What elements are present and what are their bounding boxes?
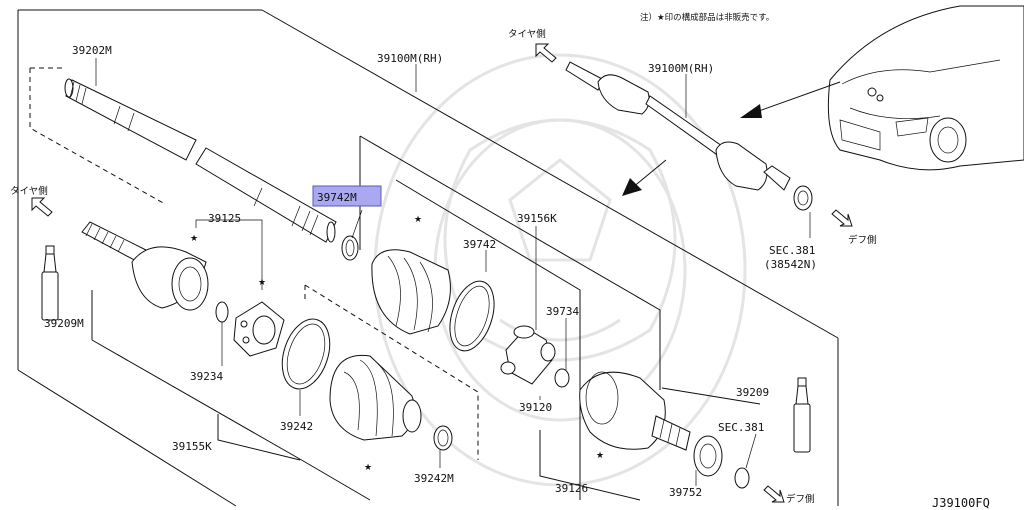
direction-arrow-icons xyxy=(31,43,853,503)
label-39742: 39742 xyxy=(463,238,496,251)
star-icon: ★ xyxy=(596,451,604,461)
label-39202m: 39202M xyxy=(72,44,112,57)
label-39100m-main: 39100M(RH) xyxy=(377,52,443,65)
main-frame xyxy=(17,9,839,507)
part-labels: 注）★印の構成部品は非販売です。 タイヤ側 タイヤ側 デフ側 デフ側 39202… xyxy=(10,12,990,510)
pointer-arrows xyxy=(622,81,841,196)
inset-drive-shaft xyxy=(565,61,813,211)
label-39209m: 39209M xyxy=(44,317,84,330)
highlight-box xyxy=(312,185,382,207)
not-sold-star-icons: ★ ★ ★ ★ ★ xyxy=(190,215,604,473)
label-sec381-top-ref: (38542N) xyxy=(764,258,817,271)
arrow-up-left-icon xyxy=(31,197,53,217)
label-sec381-top: SEC.381 xyxy=(769,244,815,257)
star-icon: ★ xyxy=(414,215,422,225)
shaft-39202m xyxy=(64,78,337,243)
label-39209: 39209 xyxy=(736,386,769,399)
dashed-guides xyxy=(29,67,479,460)
arrow-down-right-icon xyxy=(831,209,853,227)
label-39156k: 39156K xyxy=(517,212,557,225)
label-sec381-bottom: SEC.381 xyxy=(718,421,764,434)
label-39242m: 39242M xyxy=(414,472,454,485)
label-39742m: 39742M xyxy=(317,191,357,204)
arrow-down-right-icon xyxy=(763,485,785,503)
inner-boot-group xyxy=(341,235,495,352)
direction-diff-side-upper: デフ側 xyxy=(848,234,877,246)
outer-cv-joint xyxy=(81,221,209,311)
label-39120: 39120 xyxy=(519,401,552,414)
leader-lines xyxy=(95,58,811,486)
inner-housing-39120 xyxy=(579,371,750,489)
label-39100m-inset: 39100M(RH) xyxy=(648,62,714,75)
note-text: 注）★印の構成部品は非販売です。 xyxy=(640,12,774,23)
arrow-up-left-icon xyxy=(535,43,557,63)
grease-tube-39209 xyxy=(793,377,811,453)
label-39242: 39242 xyxy=(280,420,313,433)
direction-diff-side-lower: デフ側 xyxy=(786,493,815,505)
label-39155k: 39155K xyxy=(172,440,212,453)
star-icon: ★ xyxy=(364,463,372,473)
diagram-code: J39100FQ xyxy=(932,496,990,510)
label-39234: 39234 xyxy=(190,370,223,383)
outer-boot-group xyxy=(281,318,453,451)
direction-tire-side-left: タイヤ側 xyxy=(10,185,48,197)
direction-tire-side-top: タイヤ側 xyxy=(508,28,546,40)
car-illustration xyxy=(827,5,1024,171)
grease-tube-39209m xyxy=(41,245,59,321)
star-icon: ★ xyxy=(190,234,198,244)
label-39125: 39125 xyxy=(208,212,241,225)
tripod-joint xyxy=(500,325,570,388)
inner-race-39125 xyxy=(215,301,285,357)
label-39752: 39752 xyxy=(669,486,702,499)
watermark-emblem xyxy=(373,53,747,487)
star-icon: ★ xyxy=(258,278,266,288)
label-39734: 39734 xyxy=(546,305,579,318)
label-39126: 39126 xyxy=(555,482,588,495)
